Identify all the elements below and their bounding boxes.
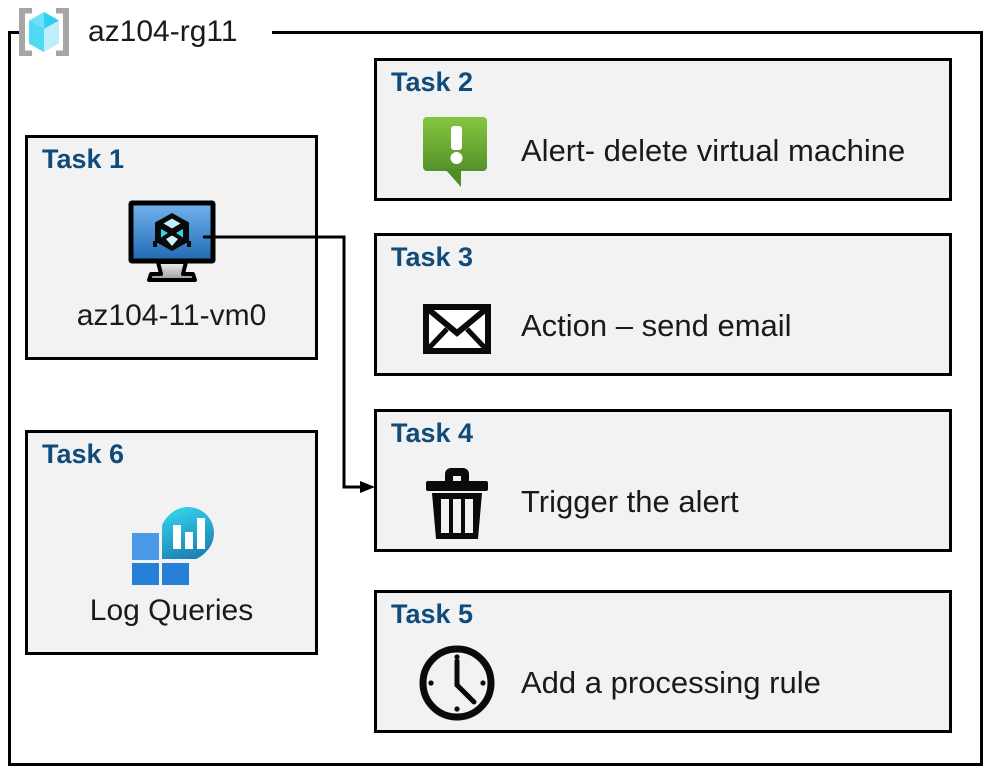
task-4-card[interactable]: Task 4 Trigger the alert xyxy=(374,409,952,552)
task-2-label: Task 2 xyxy=(391,67,474,97)
virtual-machine-icon xyxy=(28,196,315,288)
task-4-text: Trigger the alert xyxy=(521,484,739,519)
task-6-caption: Log Queries xyxy=(89,594,254,627)
task-2-text: Alert- delete virtual machine xyxy=(521,133,906,168)
task-4-row: Trigger the alert xyxy=(413,460,937,544)
task-3-row: Action – send email xyxy=(413,284,937,368)
task-6-label: Task 6 xyxy=(42,439,125,469)
log-analytics-icon xyxy=(28,491,315,585)
trash-can-icon xyxy=(413,460,501,544)
resource-group-cube-icon xyxy=(12,4,76,60)
task-5-label: Task 5 xyxy=(391,599,474,629)
resource-group-title: az104-rg11 xyxy=(88,15,238,48)
task-1-caption: az104-11-vm0 xyxy=(76,299,267,332)
task-3-card[interactable]: Task 3 Action – send email xyxy=(374,233,952,376)
task-2-row: Alert- delete virtual machine xyxy=(413,109,937,193)
task-1-label: Task 1 xyxy=(42,144,125,174)
task-5-row: Add a processing rule xyxy=(413,641,937,725)
alert-callout-icon xyxy=(413,109,501,193)
task-1-card[interactable]: Task 1 xyxy=(25,135,318,360)
task-5-card[interactable]: Task 5 Add a processing rule xyxy=(374,590,952,733)
task-3-label: Task 3 xyxy=(391,242,474,272)
task-2-card[interactable]: Task 2 Alert- delete virtual machine xyxy=(374,58,952,201)
task-5-text: Add a processing rule xyxy=(521,665,821,700)
resource-group-header: az104-rg11 xyxy=(12,4,238,60)
task-4-label: Task 4 xyxy=(391,418,474,448)
resource-group-title-gap xyxy=(22,22,272,42)
resource-group-container xyxy=(8,31,983,766)
envelope-icon xyxy=(413,284,501,368)
clock-icon xyxy=(413,641,501,725)
task-6-card[interactable]: Task 6 Log Queries xyxy=(25,430,318,655)
task-3-text: Action – send email xyxy=(521,308,792,343)
